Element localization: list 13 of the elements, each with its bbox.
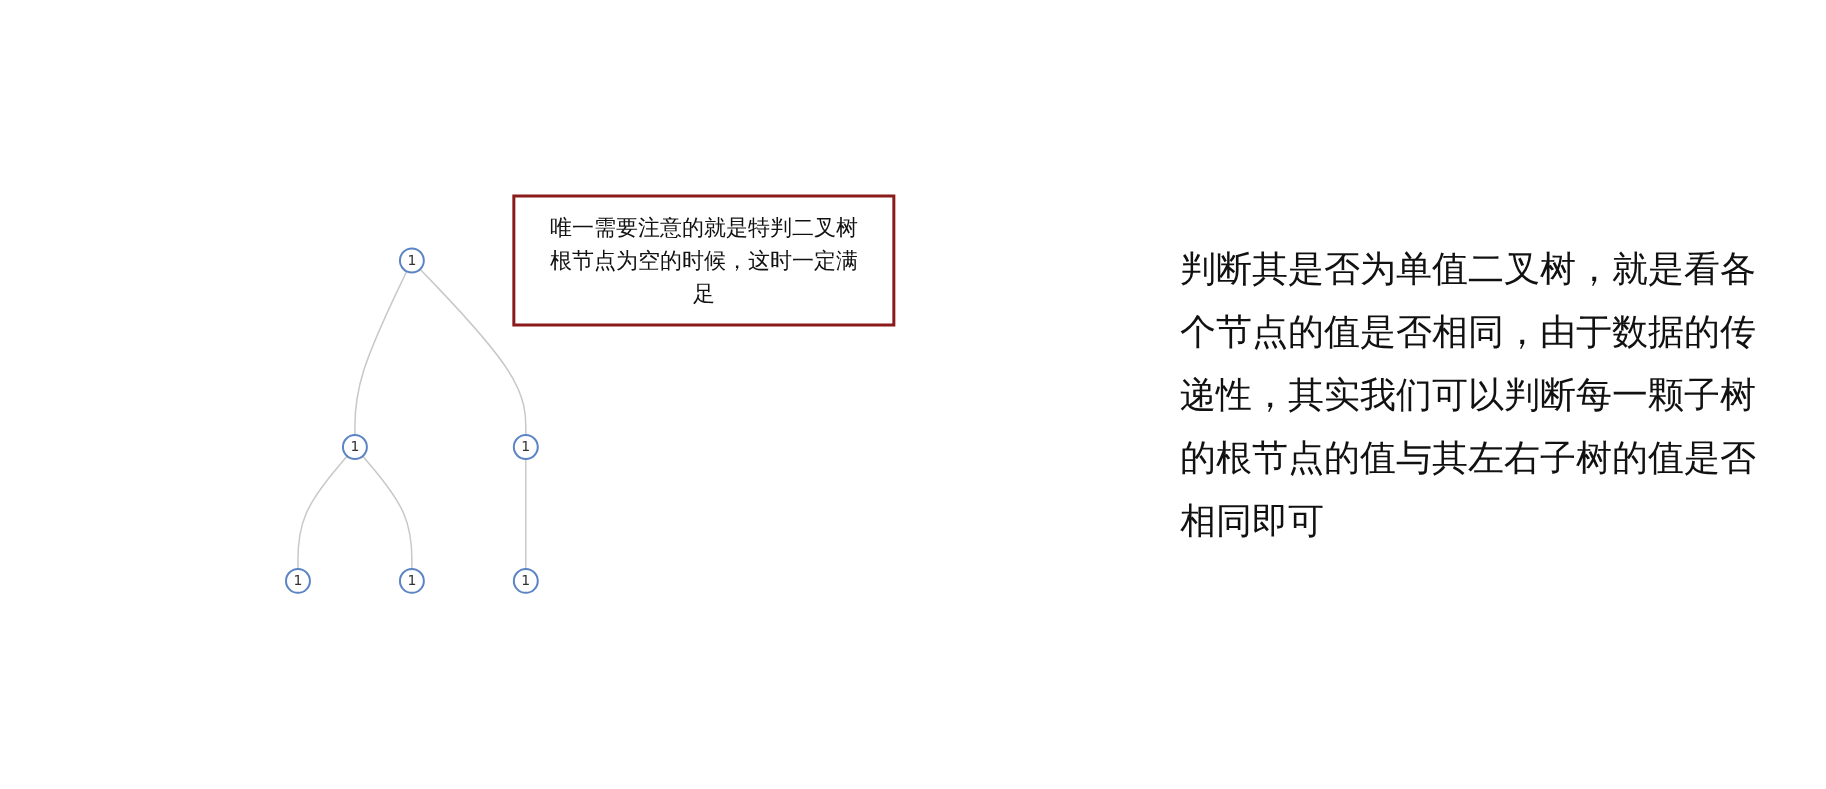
connector [419, 268, 527, 436]
node-circle: 1 [342, 434, 368, 460]
description-text: 判断其是否为单值二叉树，就是看各个节点的值是否相同，由于数据的传递性，其实我们可以判断每一颗子树的根节点的值与其左右子树的值是否相同即可 [1180, 247, 1757, 543]
node-circle: 1 [512, 434, 539, 460]
node-circle: 1 [399, 247, 425, 274]
connector [297, 455, 348, 570]
node-circle: 1 [512, 568, 539, 594]
node-circle: 1 [399, 568, 425, 594]
connector [354, 270, 408, 436]
connector [362, 455, 413, 570]
node-circle: 1 [285, 568, 311, 594]
connector [525, 458, 527, 570]
node-box: 唯一需要注意的就是特判二叉树根节点为空的时候，这时一定满足 [512, 194, 896, 327]
